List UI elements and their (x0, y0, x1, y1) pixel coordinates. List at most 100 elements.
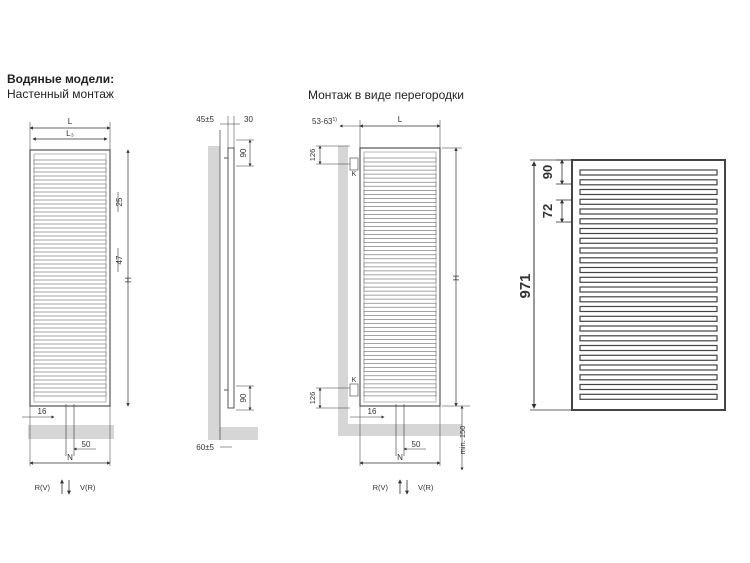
front-gap-47: 47 (115, 255, 124, 264)
side-top-right: 30 (244, 115, 253, 124)
radiator-bar (579, 305, 718, 313)
radiator-bar (33, 159, 107, 165)
radiator-bar (579, 364, 718, 371)
radiator-bar (579, 296, 718, 303)
front-bars (33, 159, 107, 397)
partition-view: K K 53-631) L 126 126 H min. 150 16 50 N… (308, 115, 470, 495)
front-gap-25: 25 (115, 197, 124, 206)
side-dim-90-bottom: 90 (239, 393, 248, 402)
radiator-bar (363, 181, 437, 187)
radiator-bar (579, 383, 718, 391)
radiator-bar (33, 375, 107, 381)
radiator-bar (363, 294, 437, 300)
partition-bottom-n: N (397, 453, 403, 462)
partition-min150: min. 150 (458, 426, 467, 455)
radiator-bar (33, 343, 107, 349)
radiator-bar (363, 198, 437, 203)
radiator-bar (579, 266, 718, 274)
radiator-bar (33, 311, 107, 317)
side-view: 45±5 30 90 90 60±5 (196, 115, 258, 452)
partition-floor-hatch (338, 424, 462, 436)
side-dim-90-top: 90 (239, 148, 248, 157)
front-width-label: L (68, 117, 73, 126)
radiator-bar (579, 393, 718, 400)
radiator-bar (363, 286, 437, 292)
side-profile (227, 147, 235, 409)
radiator-bar (33, 295, 107, 301)
radiator-bar (33, 367, 107, 373)
radiator-bar (33, 391, 107, 397)
heading: Водяные модели: Настенный монтаж (7, 72, 114, 102)
radiator-bar (363, 383, 437, 389)
radiator-bar (579, 188, 718, 196)
radiator-bar (363, 278, 437, 284)
radiator-bar (363, 359, 437, 365)
partition-frame (359, 147, 441, 407)
partition-v-label: V(R) (418, 483, 434, 492)
radiator-bar (33, 327, 107, 333)
radiator-bar (33, 263, 107, 269)
radiator-bar (579, 198, 718, 205)
radiator-bar (33, 287, 107, 293)
radiator-bar (33, 255, 107, 261)
partition-bottom-50: 50 (412, 440, 421, 449)
radiator-bar (579, 354, 718, 361)
partition-top-left: 53-631) (312, 117, 337, 126)
radiator-bar (579, 325, 718, 332)
partition-bars (363, 157, 437, 397)
radiator-bar (33, 223, 107, 229)
front-bottom-16: 16 (38, 407, 47, 416)
heading-subtitle-right: Монтаж в виде перегородки (308, 88, 464, 102)
front-v-label: V(R) (80, 483, 96, 492)
radiator-bar (579, 247, 718, 254)
radiator-bar (363, 270, 437, 276)
partition-k-bottom: K (352, 377, 357, 384)
front-frame-inner (33, 153, 107, 403)
radiator-bar (363, 190, 437, 195)
big-dim-72: 72 (540, 204, 555, 218)
radiator-bar (579, 374, 718, 381)
radiator-bar (579, 227, 718, 235)
radiator-bar (579, 286, 718, 293)
radiator-bar (579, 208, 718, 215)
radiator-bar (33, 199, 107, 205)
side-top-left: 45±5 (196, 115, 214, 124)
radiator-bar (363, 214, 437, 219)
side-bottom-left: 60±5 (196, 443, 214, 452)
radiator-bar (33, 175, 107, 181)
partition-frame-inner (363, 151, 437, 403)
radiator-bar (33, 167, 107, 173)
radiator-bar (363, 318, 437, 324)
front-frame (29, 149, 111, 407)
radiator-bar (579, 218, 718, 225)
radiator-bar (33, 319, 107, 325)
partition-k-top: K (352, 171, 357, 178)
radiator-bar (363, 327, 437, 332)
partition-r-label: R(V) (373, 483, 389, 492)
radiator-bar (579, 179, 718, 186)
radiator-bar (33, 271, 107, 277)
radiator-bar (33, 383, 107, 389)
radiator-bar (33, 207, 107, 213)
big-view: 971 90 72 (517, 159, 726, 411)
radiator-bar (363, 375, 437, 381)
radiator-bar (33, 247, 107, 253)
partition-width-label: L (398, 115, 403, 124)
radiator-bar (363, 206, 437, 211)
partition-126-top: 126 (308, 149, 317, 162)
radiator-bar (33, 279, 107, 285)
front-width2-label: L₃ (66, 129, 74, 138)
radiator-bar (363, 343, 437, 348)
radiator-bar (33, 183, 107, 189)
radiator-bar (33, 335, 107, 341)
radiator-bar (363, 262, 437, 268)
radiator-bar (363, 302, 437, 308)
radiator-bar (33, 239, 107, 245)
radiator-bar (579, 335, 718, 342)
radiator-bar (33, 351, 107, 357)
radiator-bar (579, 237, 718, 244)
radiator-bar (363, 173, 437, 179)
radiator-bar (363, 254, 437, 260)
radiator-bar (579, 344, 718, 352)
